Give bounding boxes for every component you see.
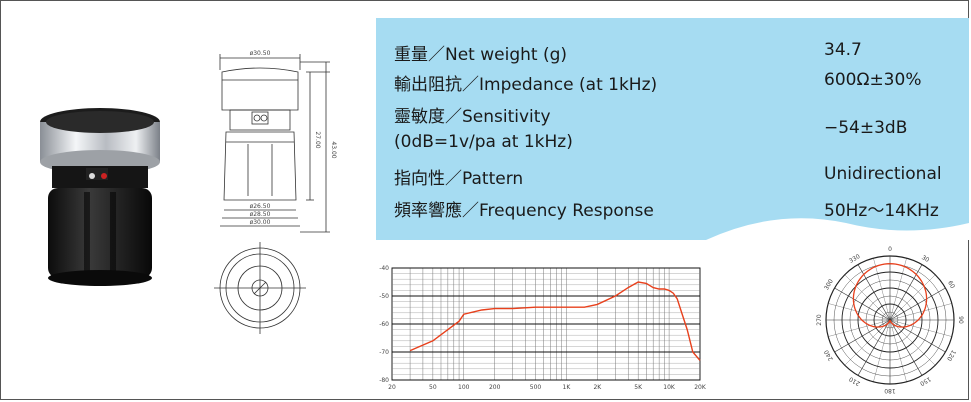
spec-value-impedance: 600Ω±30%: [824, 70, 922, 90]
polar-spoke: [828, 319, 891, 337]
polar-angle-label: 150: [918, 375, 932, 387]
polar-angle-label: 120: [945, 349, 957, 363]
mic-cartridge-image: [40, 108, 160, 286]
dim-top-width: ø30.50: [250, 50, 271, 57]
dim-bottom-3: ø30.00: [250, 219, 271, 226]
polar-spoke: [844, 319, 891, 366]
polar-spoke: [889, 303, 952, 321]
polar-spoke: [889, 319, 923, 376]
freq-x-tick-label: 2K: [593, 384, 602, 391]
dim-height-total: 43.00: [330, 141, 337, 158]
freq-y-tick-label: -50: [379, 293, 389, 300]
spec-value-sensitivity: −54±3dB: [824, 118, 908, 138]
polar-spoke: [889, 319, 946, 353]
freq-x-tick-label: 20K: [694, 384, 707, 391]
polar-pattern-chart: 0 30 60 90 120 150 180 210 240 270 300 330: [816, 246, 964, 394]
freq-x-tick-label: 1K: [563, 384, 572, 391]
freq-y-tick-label: -40: [379, 265, 389, 272]
polar-angle-label: 60: [946, 280, 956, 290]
polar-spoke: [889, 264, 923, 321]
dim-height-inner: 27.00: [314, 131, 321, 148]
polar-spoke: [889, 319, 907, 382]
polar-pattern-line: [852, 263, 928, 328]
freq-x-tick-label: 50: [429, 384, 437, 391]
polar-angle-label: 270: [816, 314, 823, 326]
spec-label-sensitivity: 靈敏度／Sensitivity: [394, 107, 551, 127]
polar-angle-label: 240: [823, 348, 835, 362]
polar-angle-label: 90: [957, 316, 964, 324]
spec-value-pattern: Unidirectional: [824, 164, 942, 184]
spec-panel: 重量／Net weight (g) 34.7 輸出阻抗／Impedance (a…: [376, 18, 969, 240]
spec-value-weight: 34.7: [824, 40, 862, 60]
polar-angle-label: 0: [888, 246, 892, 253]
dimension-drawing: ø30.50 27.00 43.00 ø26.50 ø28.50 ø30.00: [214, 50, 337, 334]
polar-spoke: [889, 287, 946, 321]
polar-spoke: [873, 258, 891, 321]
polar-spoke: [889, 319, 936, 366]
dim-bottom-1: ø26.50: [250, 203, 271, 210]
polar-spoke: [828, 303, 891, 321]
polar-angle-label: 30: [920, 254, 930, 264]
polar-spoke: [873, 319, 891, 382]
spec-value-frequency: 50Hz～14KHz: [824, 201, 939, 221]
spec-label-sensitivity-ref: (0dB=1v/pa at 1kHz): [394, 132, 573, 152]
freq-x-tick-label: 100: [458, 384, 470, 391]
freq-x-tick-label: 200: [489, 384, 501, 391]
freq-response-line: [409, 281, 701, 361]
spec-label-impedance: 輸出阻抗／Impedance (at 1kHz): [394, 75, 658, 95]
spec-label-weight: 重量／Net weight (g): [394, 45, 568, 65]
freq-x-tick-label: 10K: [663, 384, 676, 391]
polar-spoke: [857, 319, 891, 376]
freq-x-tick-label: 20: [388, 384, 396, 391]
freq-y-tick-label: -60: [379, 321, 389, 328]
polar-spoke: [889, 319, 952, 337]
polar-angle-label: 300: [823, 278, 835, 292]
polar-angle-label: 330: [848, 253, 862, 265]
dim-bottom-2: ø28.50: [250, 211, 271, 218]
polar-spoke: [889, 258, 907, 321]
polar-spoke: [844, 274, 891, 321]
polar-angle-label: 180: [884, 387, 896, 394]
freq-y-tick-label: -80: [379, 377, 389, 384]
polar-spoke: [834, 287, 891, 321]
spec-label-pattern: 指向性／Pattern: [394, 169, 524, 189]
polar-spoke: [834, 319, 891, 353]
polar-spoke: [857, 264, 891, 321]
spec-panel-background: [376, 18, 969, 240]
polar-spoke: [889, 274, 936, 321]
polar-angle-label: 210: [848, 375, 862, 387]
freq-x-tick-label: 500: [530, 384, 542, 391]
freq-y-tick-label: -70: [379, 349, 389, 356]
freq-x-tick-label: 5K: [634, 384, 643, 391]
spec-label-frequency: 頻率響應／Frequency Response: [394, 201, 654, 221]
